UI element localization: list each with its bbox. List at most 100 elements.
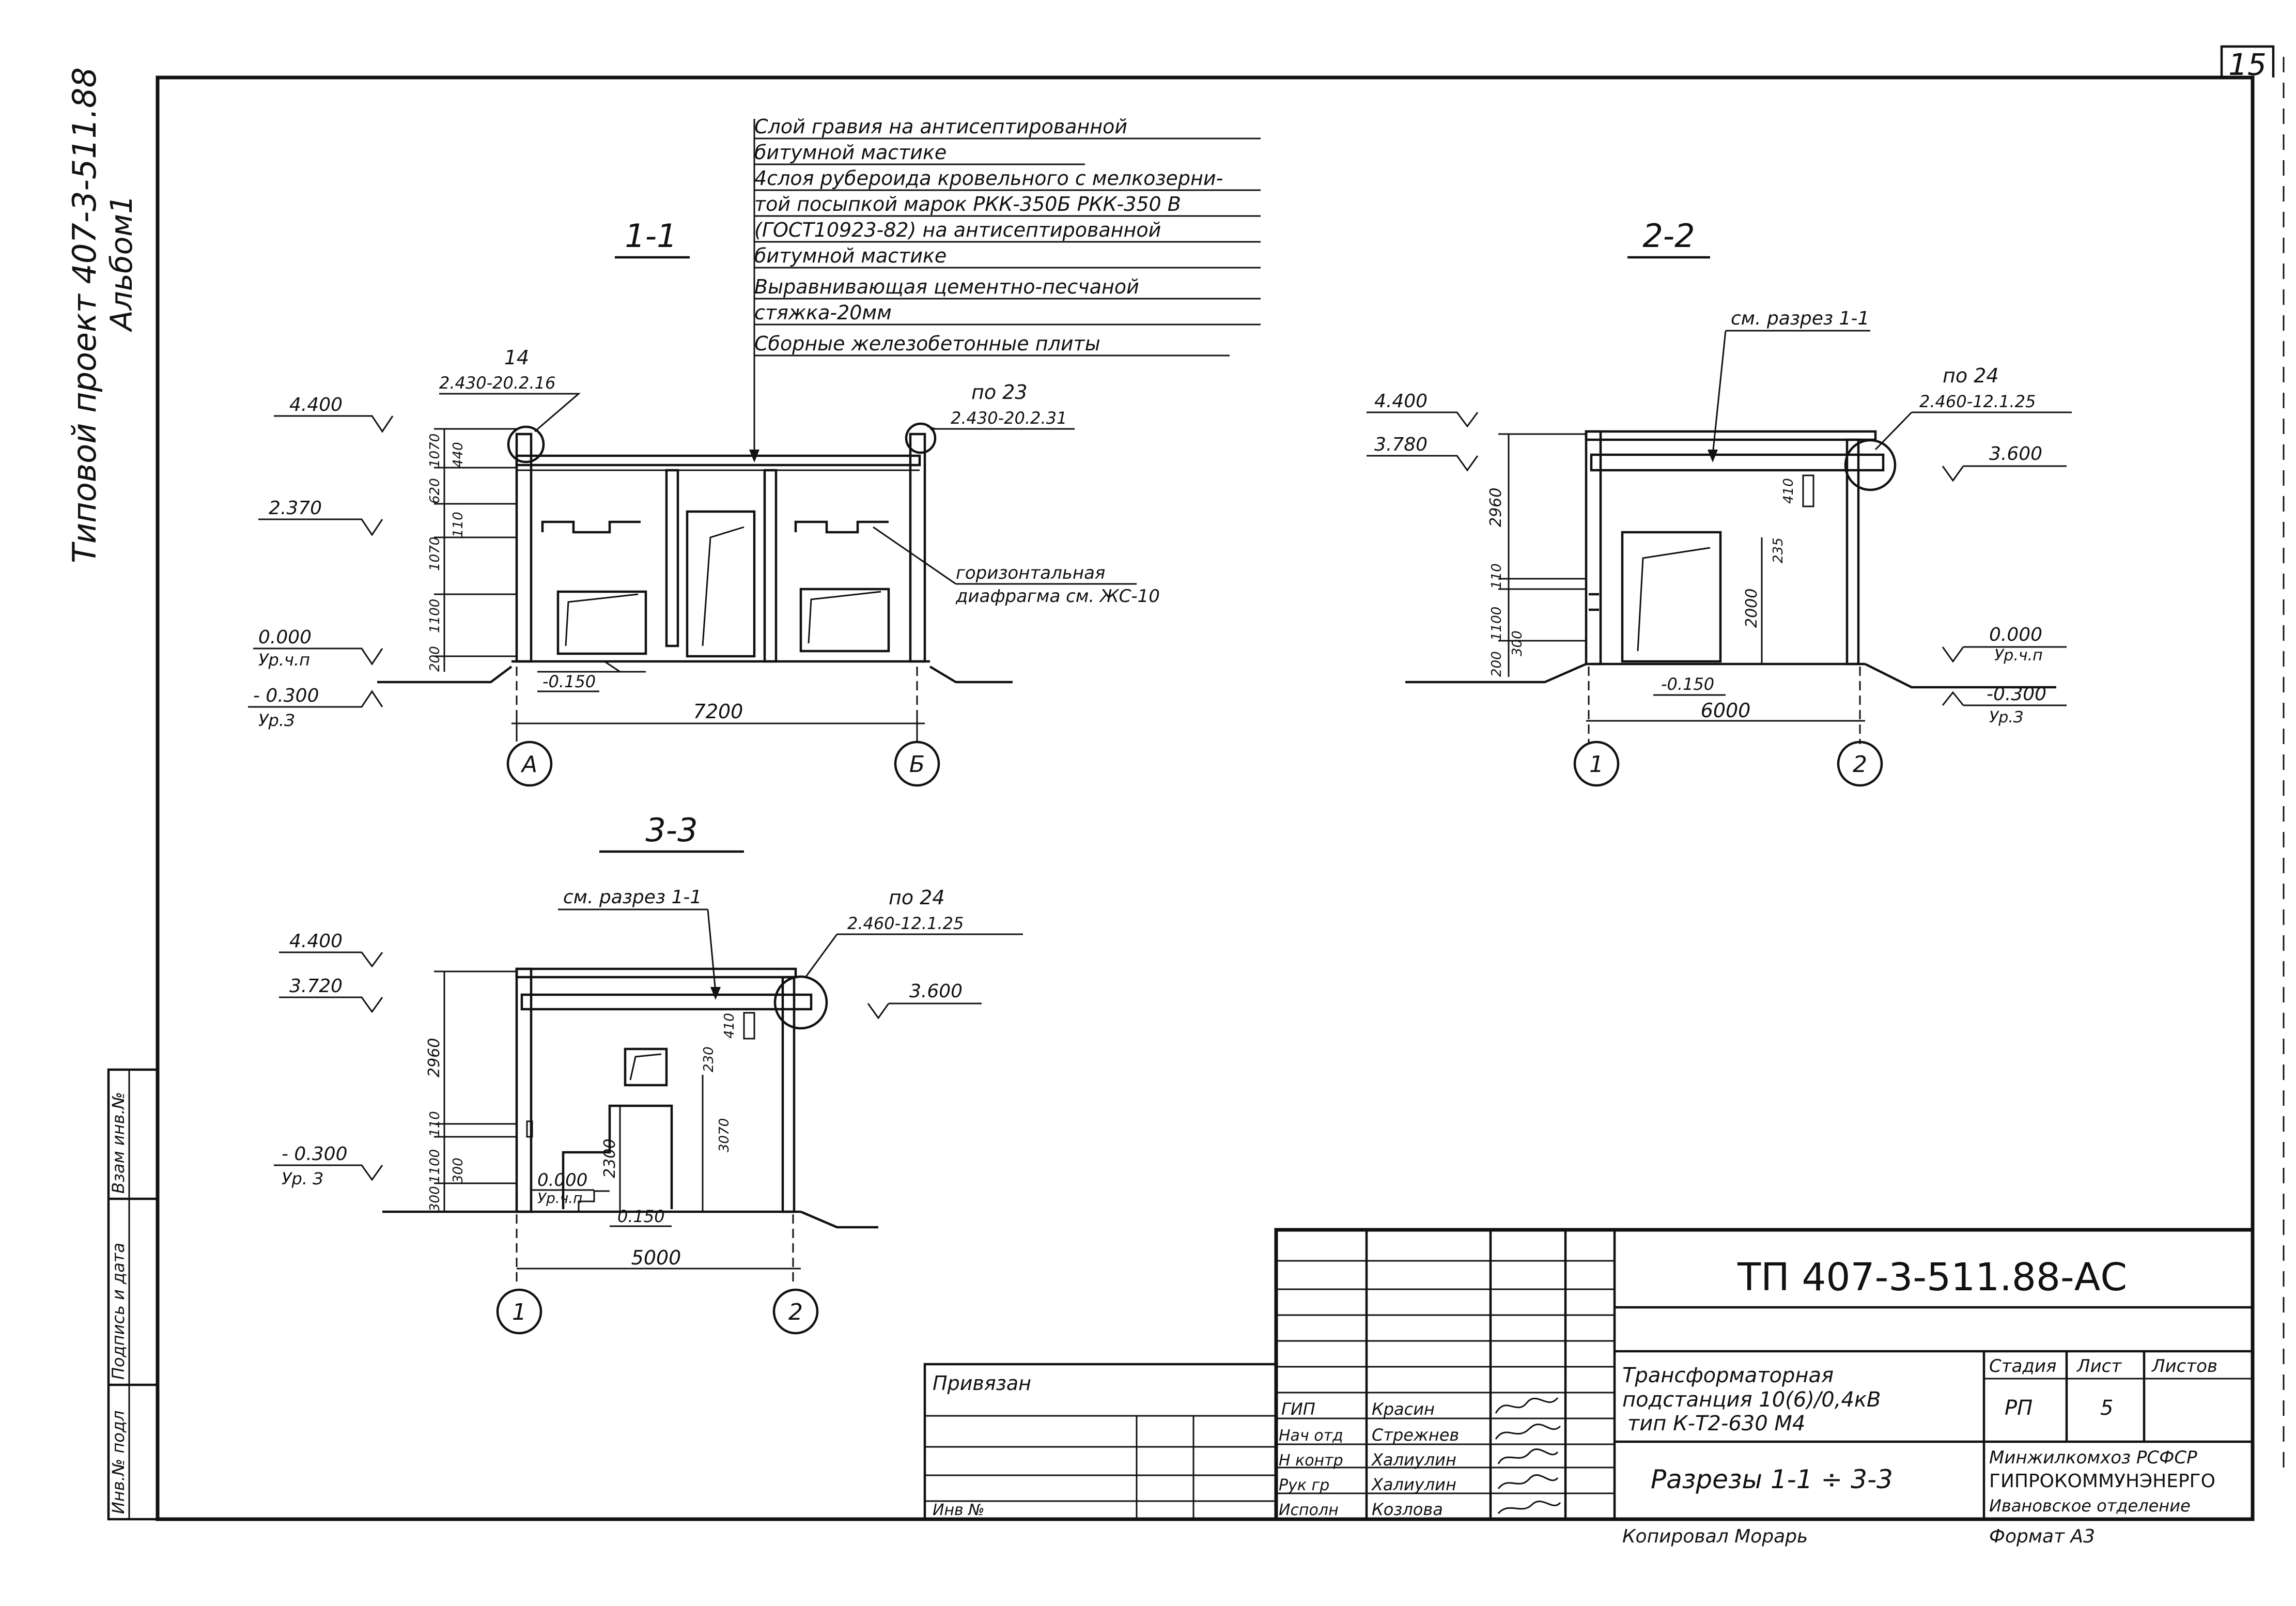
node-ref: 2.460-12.1.25 [847,914,964,933]
org-line-3: Ивановское отделение [1989,1496,2191,1516]
lvl-3720: 3.720 [289,976,343,997]
vdim-110: 110 [1489,563,1504,589]
lvl-m0300: -0.300 [1987,684,2046,705]
axis-1: 1 [512,1299,526,1325]
lvl-upch: Ур.ч.п [537,1190,583,1207]
signature-2 [1495,1424,1561,1440]
lvl-0150: 0.150 [617,1207,665,1226]
lvl-0000: 0.000 [258,627,312,648]
layer-text-7: Выравнивающая цементно-песчаной [754,275,1139,298]
diaphragm-label-1: горизонтальная [956,563,1105,583]
lvl-upz: Ур.З [1989,708,2023,727]
vdim-410: 410 [722,1013,737,1039]
name-kozlova: Козлова [1372,1500,1443,1519]
document-code: ТП 407-3-511.88-АС [1737,1255,2127,1300]
lvl-0000: 0.000 [537,1170,587,1191]
lvl-upch: Ур.ч.п [1994,646,2043,665]
see-section-label: см. разрез 1-1 [1731,308,1869,329]
vdim-1100: 1100 [427,1149,443,1183]
stage-value: РП [2005,1396,2033,1420]
axis-2: 2 [1853,751,1867,778]
vdim-110: 110 [427,1111,443,1137]
side-title: Типовой проект 407-3-511.88 Альбом1 [66,67,139,563]
signature-4 [1497,1474,1559,1489]
stamp-orig-inv: Инв.№ подл [108,1411,128,1514]
section-1-1-levels: 4.400 2.370 0.000 Ур.ч.п - 0.300 Ур.З -0… [248,394,599,730]
object-line-3: тип К-Т2-630 М4 [1627,1412,1805,1435]
vdim-410: 410 [1781,478,1796,504]
vdim-300a: 300 [451,1157,466,1183]
axis-b: Б [909,751,925,778]
stamp-replace-inv: Взам инв.№ [108,1092,128,1194]
layer-text-2: битумной мастике [754,141,947,164]
role-nach-otd: Нач отд [1279,1427,1343,1445]
node-right-ref: 2.430-20.2.31 [951,408,1067,428]
layer-text-6: битумной мастике [754,244,947,267]
section-1-1-vdims: 1070 440 620 110 1070 1100 200 [427,428,517,672]
node-left-ref: 2.430-20.2.16 [439,373,555,393]
vdim-440: 440 [451,442,466,468]
lvl-4400: 4.400 [289,931,343,952]
vdim-300: 300 [1510,630,1525,656]
span-7200: 7200 [693,700,743,723]
side-title-album: Альбом1 [104,195,139,333]
vdim-1070a: 1070 [427,434,443,468]
signature-5 [1497,1501,1561,1515]
span-5000: 5000 [631,1246,681,1269]
lvl-upch: Ур.ч.п [258,650,310,670]
lvl-0000: 0.000 [1989,624,2042,645]
inv-label: Инв № [933,1501,984,1519]
span-6000: 6000 [1701,699,1751,722]
layer-text-5: (ГОСТ10923-82) на антисептированной [754,219,1161,241]
section-2-2: 2-2 см. разрез 1-1 по 24 2.460-12.1.25 4… [1367,217,2072,787]
layer-text-8: стяжка-20мм [754,301,892,324]
vdim-2000: 2000 [1743,589,1761,628]
sheet-value: 5 [2100,1396,2113,1420]
section-2-2-title: 2-2 [1642,217,1695,255]
side-title-project: Типовой проект 407-3-511.88 [66,67,103,563]
vdim-1100: 1100 [427,599,443,633]
object-line-1: Трансформаторная [1622,1364,1834,1387]
role-ispoln: Исполн [1279,1501,1339,1519]
object-line-2: подстанция 10(6)/0,4кВ [1622,1388,1881,1412]
node-num: по 24 [889,886,945,909]
section-1-1-title: 1-1 [625,217,677,255]
vdim-235: 235 [1771,537,1786,563]
privyazan-label: Привязан [933,1372,1031,1395]
lvl-m0150: -0.150 [1661,674,1714,694]
header-stage: Стадия [1989,1356,2056,1377]
axis-2: 2 [788,1299,803,1325]
name-khaliulin-2: Халиулин [1371,1475,1456,1494]
role-n-kontr: Н контр [1279,1451,1343,1470]
lvl-2370: 2.370 [269,498,322,519]
vdim-3070: 3070 [717,1118,732,1152]
lvl-upz: Ур.З [258,711,295,730]
name-krasin: Красин [1372,1399,1435,1419]
vdim-2960: 2960 [1487,488,1505,527]
section-1-1: 1-1 Слой гравия на антисептированной бит… [248,115,1261,787]
vdim-110: 110 [451,512,466,537]
vdim-200: 200 [427,646,443,672]
org-line-2: ГИПРОКОММУНЭНЕРГО [1989,1471,2215,1492]
lvl-m0300: - 0.300 [253,685,319,706]
axis-1: 1 [1589,751,1604,778]
vdim-200: 200 [1489,651,1504,677]
lvl-3600: 3.600 [1989,443,2042,465]
see-section-label: см. разрез 1-1 [563,887,702,908]
layer-text-9: Сборные железобетонные плиты [754,332,1100,355]
page-number: 15 [2228,47,2267,82]
stamp-signature-date: Подпись и дата [108,1243,128,1380]
lvl-upz: Ур. З [282,1169,323,1188]
vdim-1100: 1100 [1489,607,1504,641]
layer-text-3: 4слоя рубероида кровельного с мелкозерни… [754,167,1223,190]
name-strezhnev: Стрежнев [1372,1425,1459,1445]
vdim-620: 620 [427,478,443,504]
section-3-3: 3-3 см. разрез 1-1 по 24 2.460-12.1.25 4… [274,811,1023,1335]
side-stamp-table: Взам инв.№ Подпись и дата Инв.№ подл [107,1068,159,1521]
copied-by: Копировал Морарь [1622,1526,1808,1547]
lvl-m0150: -0.150 [542,672,596,691]
layer-text-4: той посыпкой марок РКК-350Б РКК-350 В [754,193,1181,215]
header-sheet: Лист [2076,1356,2122,1377]
vdim-2300: 2300 [601,1139,619,1178]
header-sheets: Листов [2151,1356,2217,1377]
